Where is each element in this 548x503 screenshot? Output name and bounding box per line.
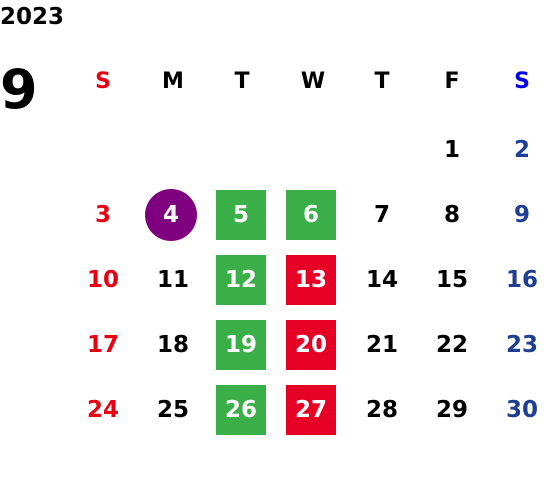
day-cell-green[interactable]: 6 bbox=[286, 190, 336, 240]
day-cell-green[interactable]: 5 bbox=[216, 190, 266, 240]
weekday-header-sunday: S bbox=[95, 68, 111, 94]
day-cell[interactable]: 28 bbox=[365, 397, 398, 423]
day-cell[interactable]: 22 bbox=[435, 332, 468, 358]
day-cell[interactable]: 14 bbox=[365, 267, 398, 293]
weekday-header-monday: M bbox=[162, 68, 184, 94]
day-cell-green[interactable]: 19 bbox=[216, 320, 266, 370]
day-cell[interactable]: 29 bbox=[435, 397, 468, 423]
day-cell[interactable]: 30 bbox=[505, 397, 538, 423]
day-cell-green[interactable]: 26 bbox=[216, 385, 266, 435]
day-cell[interactable]: 1 bbox=[443, 137, 460, 163]
day-cell[interactable]: 25 bbox=[156, 397, 189, 423]
weekday-header-tuesday: T bbox=[234, 68, 250, 94]
day-cell[interactable]: 23 bbox=[505, 332, 538, 358]
day-cell[interactable]: 17 bbox=[86, 332, 119, 358]
day-cell[interactable]: 21 bbox=[365, 332, 398, 358]
weekday-header-friday: F bbox=[444, 68, 460, 94]
weekday-header-thursday: T bbox=[374, 68, 390, 94]
day-cell[interactable]: 15 bbox=[435, 267, 468, 293]
day-cell[interactable]: 8 bbox=[443, 202, 460, 228]
day-cell[interactable]: 11 bbox=[156, 267, 189, 293]
day-cell-red[interactable]: 27 bbox=[286, 385, 336, 435]
day-cell[interactable]: 10 bbox=[86, 267, 119, 293]
day-cell[interactable]: 9 bbox=[513, 202, 530, 228]
month-label: 9 bbox=[0, 58, 38, 121]
day-cell[interactable]: 2 bbox=[513, 137, 530, 163]
day-cell[interactable]: 7 bbox=[373, 202, 390, 228]
day-cell[interactable]: 18 bbox=[156, 332, 189, 358]
day-cell[interactable]: 3 bbox=[94, 202, 111, 228]
weekday-header-saturday: S bbox=[514, 68, 530, 94]
day-cell[interactable]: 24 bbox=[86, 397, 119, 423]
day-cell[interactable]: 16 bbox=[505, 267, 538, 293]
day-cell-red[interactable]: 20 bbox=[286, 320, 336, 370]
day-cell-green[interactable]: 12 bbox=[216, 255, 266, 305]
day-cell-circled[interactable]: 4 bbox=[145, 189, 197, 241]
weekday-header-wednesday: W bbox=[300, 68, 326, 94]
year-label: 2023 bbox=[0, 4, 65, 30]
day-cell-red[interactable]: 13 bbox=[286, 255, 336, 305]
